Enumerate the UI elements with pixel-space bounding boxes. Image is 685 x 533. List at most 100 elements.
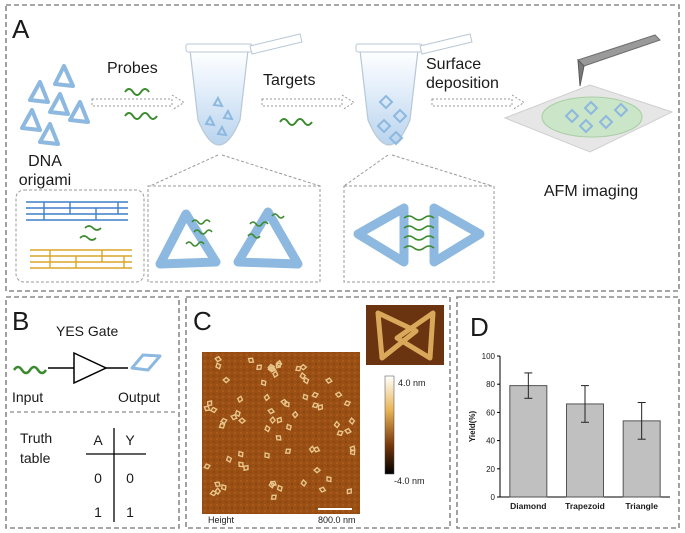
panel-d-letter: D xyxy=(470,312,489,342)
height-label: Height xyxy=(208,515,235,525)
afm-particle xyxy=(295,365,302,372)
dna-label-line1: DNA xyxy=(28,153,62,170)
afm-inset xyxy=(366,305,444,365)
afm-particle xyxy=(311,402,320,409)
colorbar-min-label: -4.0 nm xyxy=(394,476,425,486)
afm-particle xyxy=(209,406,218,414)
afm-particle xyxy=(317,403,324,411)
bar-diamond xyxy=(509,385,548,498)
afm-particle xyxy=(222,376,231,384)
panel-c-letter: C xyxy=(193,306,212,336)
error-bar-triangle xyxy=(637,402,646,440)
buffer-gate-icon xyxy=(73,351,108,385)
afm-particle xyxy=(236,395,244,404)
afm-particle xyxy=(333,420,341,429)
colorbar-max-label: 4.0 nm xyxy=(398,378,426,388)
truth-cell: 0 xyxy=(94,470,102,486)
y-tick-label: 80 xyxy=(486,380,495,389)
origami-strand-detail xyxy=(15,189,145,283)
tube-targets xyxy=(355,33,473,146)
scale-bar xyxy=(318,508,352,510)
afm-height-image xyxy=(202,352,360,514)
truth-label-line2: table xyxy=(20,450,51,466)
afm-particle xyxy=(324,377,333,384)
panel-d-border xyxy=(456,296,680,529)
afm-particle xyxy=(230,413,238,421)
afm-particle xyxy=(276,416,283,424)
y-tick-label: 60 xyxy=(486,408,495,417)
error-bar-diamond xyxy=(524,372,533,399)
truth-cell: 1 xyxy=(94,504,102,520)
afm-particle xyxy=(267,407,276,415)
arrow-deposition xyxy=(431,98,513,107)
scale-label: 800.0 nm xyxy=(318,515,356,525)
afm-particle xyxy=(256,364,263,371)
afm-particle xyxy=(275,362,282,369)
afm-particle xyxy=(302,376,310,385)
afm-particle xyxy=(247,357,255,364)
panel-a-border xyxy=(5,4,680,292)
y-axis-label: Yield(%) xyxy=(468,411,477,443)
afm-particle xyxy=(270,494,277,500)
afm-particle xyxy=(336,430,344,437)
afm-particle xyxy=(243,464,249,472)
targets-label: Targets xyxy=(263,72,315,89)
output-diamond-icon xyxy=(130,353,162,372)
afm-particle xyxy=(275,435,282,441)
afm-particle xyxy=(219,417,228,425)
y-tick-label: 40 xyxy=(486,437,495,446)
afm-particle xyxy=(269,416,277,425)
truth-col-y: Y xyxy=(125,432,135,448)
afm-particle xyxy=(346,488,352,495)
probe-strand-icon xyxy=(124,112,158,120)
dna-label-line2: origami xyxy=(19,172,71,189)
afm-particle xyxy=(334,391,343,398)
panel-c-border xyxy=(185,296,451,529)
panel-a-letter: A xyxy=(12,14,30,44)
afm-particle xyxy=(263,393,271,402)
afm-particle xyxy=(311,391,320,399)
colorbar xyxy=(384,375,395,475)
dimer-detail xyxy=(343,185,495,283)
x-tick-label: Triangle xyxy=(625,501,658,511)
afm-particle xyxy=(237,450,244,458)
afm-particle xyxy=(214,487,222,496)
afm-particle xyxy=(299,371,307,380)
afm-surface-illustration xyxy=(503,34,674,153)
afm-particle xyxy=(275,359,283,368)
triangle-probe-detail xyxy=(147,185,321,283)
y-tick-label: 20 xyxy=(486,465,495,474)
afm-particle xyxy=(218,422,226,429)
afm-particle xyxy=(308,445,316,454)
panel-a: A DNA origami Probes Targets xyxy=(5,4,680,292)
afm-particle xyxy=(343,400,352,407)
probe-strand-icon xyxy=(124,88,150,96)
afm-particle xyxy=(264,424,271,433)
truth-cell: 0 xyxy=(126,470,134,486)
afm-particle xyxy=(214,355,223,363)
truth-label-line1: Truth xyxy=(20,430,52,446)
target-strand-icon xyxy=(279,118,313,126)
afm-particle xyxy=(238,461,244,468)
afm-particle xyxy=(272,370,279,379)
afm-particle xyxy=(302,393,309,401)
panel-b: B YES Gate Input Output Truth table A Y … xyxy=(5,296,180,529)
afm-particle xyxy=(318,486,327,493)
afm-particle xyxy=(276,484,283,492)
afm-particle xyxy=(268,480,276,489)
afm-particle xyxy=(284,448,292,454)
afm-particle xyxy=(207,400,213,407)
arrow-probes xyxy=(91,98,173,107)
afm-particle xyxy=(214,481,222,488)
afm-particle xyxy=(344,427,352,435)
error-bar-trapezoid xyxy=(581,385,589,423)
input-strand-icon xyxy=(12,365,48,375)
arrow-targets xyxy=(261,98,343,107)
afm-particle xyxy=(291,410,299,419)
afm-particle xyxy=(260,379,267,387)
y-tick-label: 0 xyxy=(491,493,496,502)
afm-particle xyxy=(300,478,308,488)
afm-particle xyxy=(285,423,292,431)
afm-particle xyxy=(234,409,241,418)
